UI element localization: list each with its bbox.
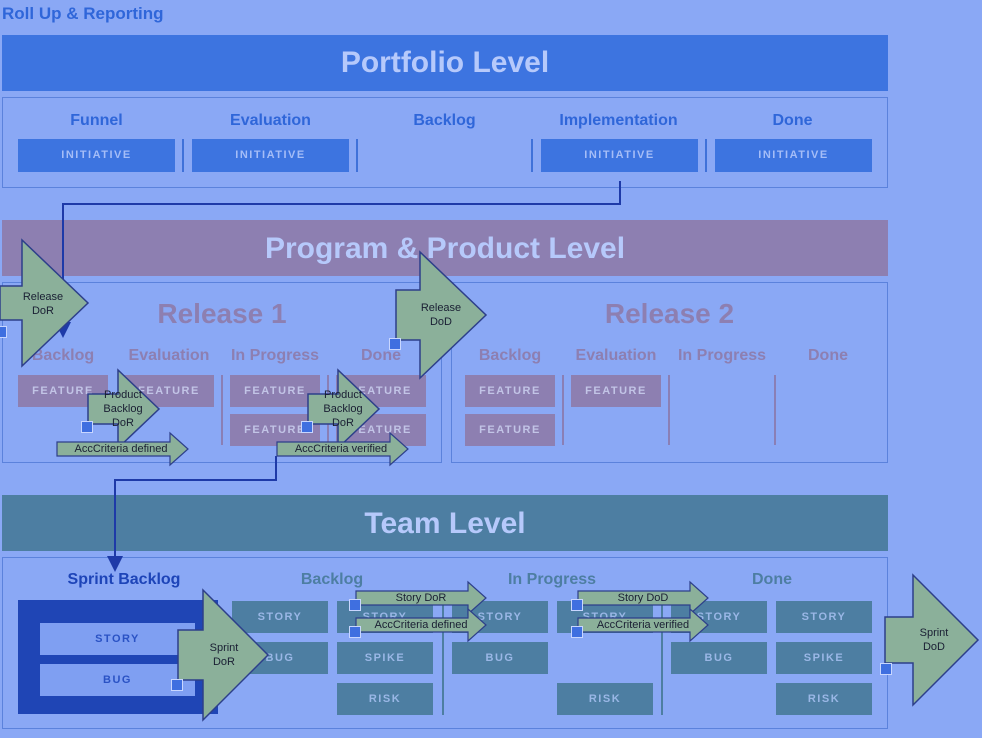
acc-defined-label-1: AccCriteria defined [74,443,168,455]
acc-verified-label-2: AccCriteria verified [596,619,690,631]
column-divider [182,139,184,172]
product-backlog-dor-label-2: Product Backlog DoR [323,389,363,429]
column-divider [668,375,670,445]
acc-verified-pill-1 [276,431,409,467]
sprint-backlog-heading: Sprint Backlog [67,571,181,588]
story-dor-label: Story DoR [395,592,447,604]
connector-program-to-team [107,456,277,572]
feature-card[interactable]: FEATURE [465,375,555,407]
team-level-band: Team Level [2,495,888,551]
release-2-col-backlog: Backlog [478,347,542,364]
team-col-done: Done [752,571,792,588]
column-divider [705,139,707,172]
page-title: Roll Up & Reporting [2,4,164,23]
link-icon[interactable] [571,626,583,638]
risk-card[interactable]: RISK [337,683,433,715]
acc-verified-pill-2 [577,607,709,643]
risk-card[interactable]: RISK [557,683,653,715]
spike-card[interactable]: SPIKE [776,642,872,674]
bug-card[interactable]: BUG [671,642,767,674]
initiative-card[interactable]: INITIATIVE [715,139,872,172]
spike-card[interactable]: SPIKE [337,642,433,674]
risk-card[interactable]: RISK [776,683,872,715]
column-divider [661,601,663,715]
bug-card[interactable]: BUG [40,664,195,696]
release-2-col-done: Done [808,347,848,364]
story-dor-pill [355,580,487,616]
product-backlog-dor-label-1: Product Backlog DoR [103,389,143,429]
story-card[interactable]: STORY [776,601,872,633]
release-1-panel [2,282,442,463]
column-divider [221,375,223,445]
product-backlog-dor-gate-1 [87,368,161,450]
link-icon[interactable] [349,626,361,638]
acc-defined-label-2: AccCriteria defined [374,619,468,631]
story-card[interactable]: STORY [232,601,328,633]
column-divider [356,139,358,172]
acc-verified-label-1: AccCriteria verified [294,443,388,455]
link-icon[interactable] [0,326,7,338]
link-icon[interactable] [880,663,892,675]
release-1-col-in-progress: In Progress [230,347,320,364]
link-icon[interactable] [571,599,583,611]
team-col-backlog: Backlog [300,571,364,588]
sprint-dor-label: Sprint DoR [209,642,239,668]
release-1-col-backlog: Backlog [31,347,95,364]
release-1-title: Release 1 [157,298,287,329]
portfolio-col-implementation: Implementation [559,112,678,129]
portfolio-col-funnel: Funnel [70,112,123,129]
team-col-in-progress: In Progress [507,571,597,588]
release-2-title: Release 2 [604,298,735,329]
link-icon[interactable] [349,599,361,611]
initiative-card[interactable]: INITIATIVE [18,139,175,172]
column-divider [442,601,444,715]
column-divider [531,139,533,172]
link-icon[interactable] [301,421,313,433]
feature-card[interactable]: FEATURE [124,375,214,407]
initiative-card[interactable]: INITIATIVE [192,139,349,172]
link-icon[interactable] [171,679,183,691]
release-1-col-done: Done [361,347,401,364]
bug-card[interactable]: BUG [452,642,548,674]
portfolio-panel [2,97,888,188]
portfolio-level-band: Portfolio Level [2,35,888,91]
initiative-card[interactable]: INITIATIVE [541,139,698,172]
column-divider [562,375,564,445]
product-backlog-dor-gate-2 [307,368,381,450]
feature-card[interactable]: FEATURE [465,414,555,446]
link-icon[interactable] [81,421,93,433]
story-dod-label: Story DoD [617,592,669,604]
column-divider [774,375,776,445]
story-card[interactable]: STORY [40,623,195,655]
portfolio-col-evaluation: Evaluation [230,112,311,129]
feature-card[interactable]: FEATURE [230,375,320,407]
feature-card[interactable]: FEATURE [571,375,661,407]
release-2-panel [451,282,888,463]
portfolio-col-done: Done [772,112,813,129]
release-dor-gate [0,238,90,368]
release-dor-label: Release DoR [22,291,64,317]
portfolio-col-backlog: Backlog [413,112,476,129]
release-2-col-evaluation: Evaluation [575,347,657,364]
release-dod-label: Release DoD [420,302,462,328]
acc-defined-pill-1 [56,431,189,467]
release-2-col-in-progress: In Progress [677,347,767,364]
story-dod-pill [577,580,709,616]
release-1-col-evaluation: Evaluation [128,347,210,364]
acc-defined-pill-2 [355,607,487,643]
program-level-band: Program & Product Level [2,220,888,276]
link-icon[interactable] [389,338,401,350]
connector-portfolio-to-program [55,181,621,338]
sprint-dod-label: Sprint DoD [919,627,949,653]
